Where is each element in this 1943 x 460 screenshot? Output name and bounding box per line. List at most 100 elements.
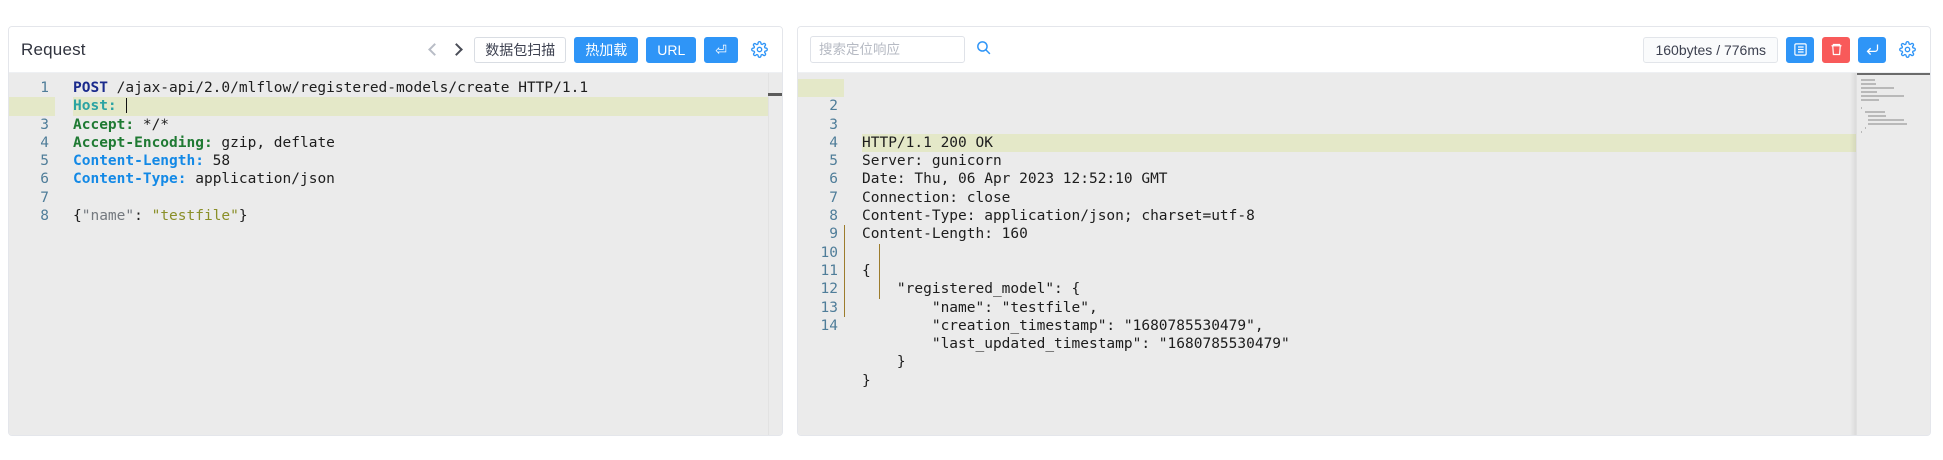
minimap-line (1868, 119, 1905, 121)
trash-icon[interactable] (1822, 36, 1850, 63)
code-line[interactable]: Connection: close (862, 189, 1011, 206)
code-line[interactable]: "registered_model": { (862, 281, 1081, 298)
line-number: 13 (820, 299, 838, 316)
minimap-line (1861, 87, 1895, 89)
minimap-line (1861, 131, 1862, 133)
request-scroll-marker (768, 93, 782, 96)
line-number: 10 (820, 244, 838, 261)
code-line[interactable]: Accept: */* (73, 116, 782, 134)
line-number: 5 (40, 153, 49, 170)
code-token: { (73, 208, 82, 225)
code-token (117, 98, 126, 114)
request-scroll-rail[interactable] (768, 73, 782, 435)
code-line[interactable]: { (862, 262, 871, 279)
minimap-line (1861, 79, 1876, 81)
url-button[interactable]: URL (646, 36, 697, 63)
code-token: } (238, 208, 248, 225)
indent-guide (844, 225, 845, 317)
response-panel: 160bytes / 776ms (797, 26, 1931, 436)
code-line[interactable]: Host: (73, 97, 782, 116)
code-token: gzip, deflate (212, 134, 335, 151)
line-number: 11 (820, 262, 838, 279)
code-token: 58 (203, 153, 231, 170)
send-button[interactable]: ⏎ (704, 36, 738, 63)
code-token: : (134, 208, 152, 225)
line-number: 6 (40, 171, 49, 188)
code-line[interactable]: Content-Length: 160 (862, 226, 1028, 243)
list-detail-icon[interactable] (1786, 36, 1814, 63)
code-line[interactable]: "creation_timestamp": "1680785530479", (862, 317, 1264, 334)
code-line[interactable]: "name": "testfile", (862, 299, 1098, 316)
line-number: 1 (40, 80, 49, 96)
search-input[interactable] (810, 36, 965, 63)
code-line[interactable]: HTTP/1.1 200 OK (862, 133, 1930, 153)
request-toolbar: Request 数据包扫描 热加载 URL ⏎ (9, 27, 782, 73)
gear-icon[interactable] (748, 37, 770, 63)
chevron-left-icon[interactable] (427, 43, 440, 56)
minimap-line (1861, 95, 1904, 97)
minimap-line (1868, 123, 1908, 125)
request-nav-arrows (427, 43, 462, 56)
line-number: 9 (829, 226, 838, 243)
line-number: 4 (829, 134, 838, 151)
code-token: */* (134, 116, 170, 133)
gear-icon[interactable] (1896, 37, 1918, 63)
code-line[interactable]: Content-Type: application/json (73, 170, 782, 188)
hot-reload-button[interactable]: 热加载 (574, 36, 639, 63)
enter-return-icon[interactable] (1858, 36, 1886, 63)
code-line[interactable]: Date: Thu, 06 Apr 2023 12:52:10 GMT (862, 171, 1168, 188)
line-number: 6 (829, 171, 838, 188)
minimap-slider[interactable] (1857, 73, 1930, 75)
line-number: 8 (829, 208, 838, 225)
code-token: application/json (186, 171, 335, 188)
code-line[interactable]: } (862, 372, 871, 389)
line-number: 1 (829, 80, 838, 96)
line-number: 14 (820, 317, 838, 334)
status-badge: 160bytes / 776ms (1643, 36, 1778, 63)
code-line[interactable]: POST /ajax-api/2.0/mlflow/registered-mod… (73, 79, 782, 97)
code-line[interactable]: "last_updated_timestamp": "1680785530479… (862, 336, 1290, 353)
code-line[interactable]: Server: gunicorn (862, 153, 1002, 170)
code-line[interactable] (73, 189, 782, 207)
code-token: Accept-Encoding: (73, 134, 213, 151)
page-title: Request (21, 39, 86, 59)
request-code-area[interactable]: POST /ajax-api/2.0/mlflow/registered-mod… (55, 73, 782, 435)
packet-scan-button[interactable]: 数据包扫描 (474, 36, 567, 63)
response-search (810, 36, 992, 63)
code-line[interactable]: } (862, 354, 906, 371)
code-line[interactable]: Content-Type: application/json; charset=… (862, 208, 1255, 225)
minimap-line (1864, 111, 1885, 113)
code-line[interactable] (862, 244, 1930, 262)
line-number: 7 (829, 189, 838, 206)
line-number: 8 (40, 208, 49, 225)
indent-guide (878, 243, 880, 299)
code-line[interactable]: Content-Length: 58 (73, 152, 782, 170)
line-number: 3 (829, 116, 838, 133)
code-line[interactable]: {"name": "testfile"} (73, 207, 782, 225)
response-minimap[interactable] (1856, 73, 1930, 435)
code-token: Content-Type: (73, 171, 187, 188)
line-number: 12 (820, 281, 838, 298)
line-number: 4 (40, 134, 49, 151)
code-token: Content-Length: (73, 153, 204, 170)
minimap-line (1861, 91, 1878, 93)
search-icon[interactable] (975, 39, 992, 61)
chevron-right-icon[interactable] (449, 43, 462, 56)
code-line[interactable]: Accept-Encoding: gzip, deflate (73, 134, 782, 152)
line-number: 5 (829, 153, 838, 170)
code-token: POST (73, 80, 108, 96)
minimap-line (1868, 115, 1887, 117)
minimap-line (1861, 99, 1880, 101)
code-token: "testfile" (151, 208, 239, 225)
response-toolbar: 160bytes / 776ms (798, 27, 1930, 73)
code-token: Accept: (73, 116, 135, 133)
minimap-line (1861, 83, 1877, 85)
minimap-line (1864, 127, 1866, 129)
